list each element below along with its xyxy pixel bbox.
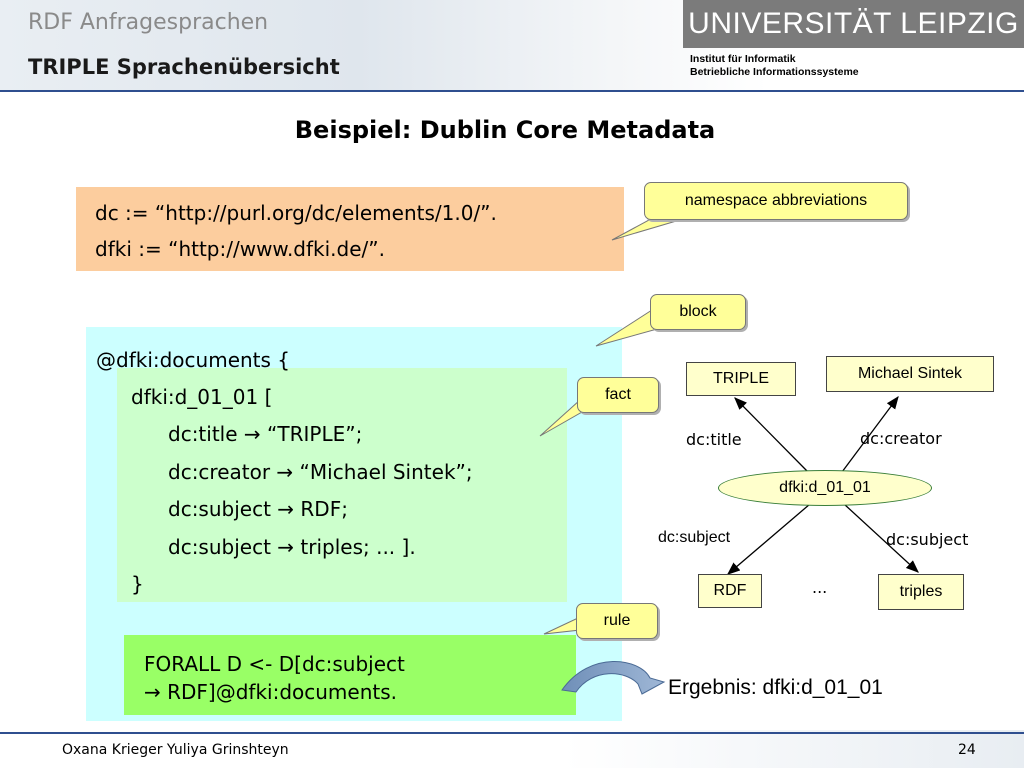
fact-callout-tail bbox=[539, 399, 583, 437]
edge-subject-right-arrow bbox=[843, 503, 919, 573]
namespace-dc: dc := “http://purl.org/dc/elements/1.0/”… bbox=[95, 201, 497, 225]
university-logo: UNIVERSITÄT LEIPZIG bbox=[683, 0, 1024, 48]
graph-ellipsis: ... bbox=[812, 578, 828, 597]
department-name: Betriebliche Informationssysteme bbox=[690, 66, 859, 78]
section-title: RDF Anfragesprachen bbox=[28, 10, 269, 35]
edge-label-subject-right: dc:subject bbox=[886, 530, 969, 549]
namespace-dfki: dfki := “http://www.dfki.de/”. bbox=[95, 237, 385, 261]
edge-subject-left-arrow bbox=[727, 503, 811, 575]
edge-creator-arrow bbox=[841, 395, 899, 473]
edge-label-subject-left: dc:subject bbox=[658, 529, 731, 546]
slide-heading: Beispiel: Dublin Core Metadata bbox=[294, 116, 716, 144]
node-triple: TRIPLE bbox=[686, 362, 796, 396]
fact-callout: fact bbox=[577, 377, 659, 413]
edge-title-arrow bbox=[734, 397, 809, 473]
namespace-callout: namespace abbreviations bbox=[644, 182, 908, 220]
result-text: Ergebnis: dfki:d_01_01 bbox=[668, 676, 883, 699]
node-center: dfki:d_01_01 bbox=[718, 470, 932, 506]
rule-box: FORALL D <- D[dc:subject → RDF]@dfki:doc… bbox=[124, 635, 576, 715]
fact-open: dfki:d_01_01 [ bbox=[131, 385, 273, 409]
rule-line-2: → RDF]@dfki:documents. bbox=[144, 680, 398, 704]
header-divider bbox=[0, 90, 1024, 92]
block-open: @dfki:documents { bbox=[96, 348, 291, 372]
fact-subject-line-2: dc:subject → triples; ... ]. bbox=[168, 535, 416, 559]
rule-callout-tail bbox=[543, 617, 581, 635]
fact-subject-line-1: dc:subject → RDF; bbox=[168, 497, 348, 521]
fact-creator-line: dc:creator → “Michael Sintek”; bbox=[168, 460, 473, 484]
result-arrow bbox=[561, 661, 666, 695]
namespace-box: dc := “http://purl.org/dc/elements/1.0/”… bbox=[76, 187, 624, 271]
node-triples: triples bbox=[878, 574, 964, 610]
block-close: } bbox=[131, 572, 144, 596]
block-callout: block bbox=[650, 294, 746, 330]
fact-title-line: dc:title → “TRIPLE”; bbox=[168, 422, 363, 446]
page-title: TRIPLE Sprachenübersicht bbox=[28, 55, 340, 79]
edge-label-creator: dc:creator bbox=[860, 429, 942, 448]
institute-name: Institut für Informatik bbox=[690, 53, 796, 65]
footer-divider bbox=[0, 732, 1024, 734]
rule-line-1: FORALL D <- D[dc:subject bbox=[144, 652, 405, 676]
fact-box bbox=[117, 368, 567, 602]
node-rdf: RDF bbox=[698, 574, 762, 608]
edge-label-title: dc:title bbox=[686, 430, 742, 449]
page-number: 24 bbox=[958, 742, 976, 758]
node-creator: Michael Sintek bbox=[826, 356, 994, 392]
footer-background bbox=[0, 730, 1024, 768]
rule-callout: rule bbox=[576, 603, 658, 639]
footer-authors: Oxana Krieger Yuliya Grinshteyn bbox=[62, 742, 289, 758]
